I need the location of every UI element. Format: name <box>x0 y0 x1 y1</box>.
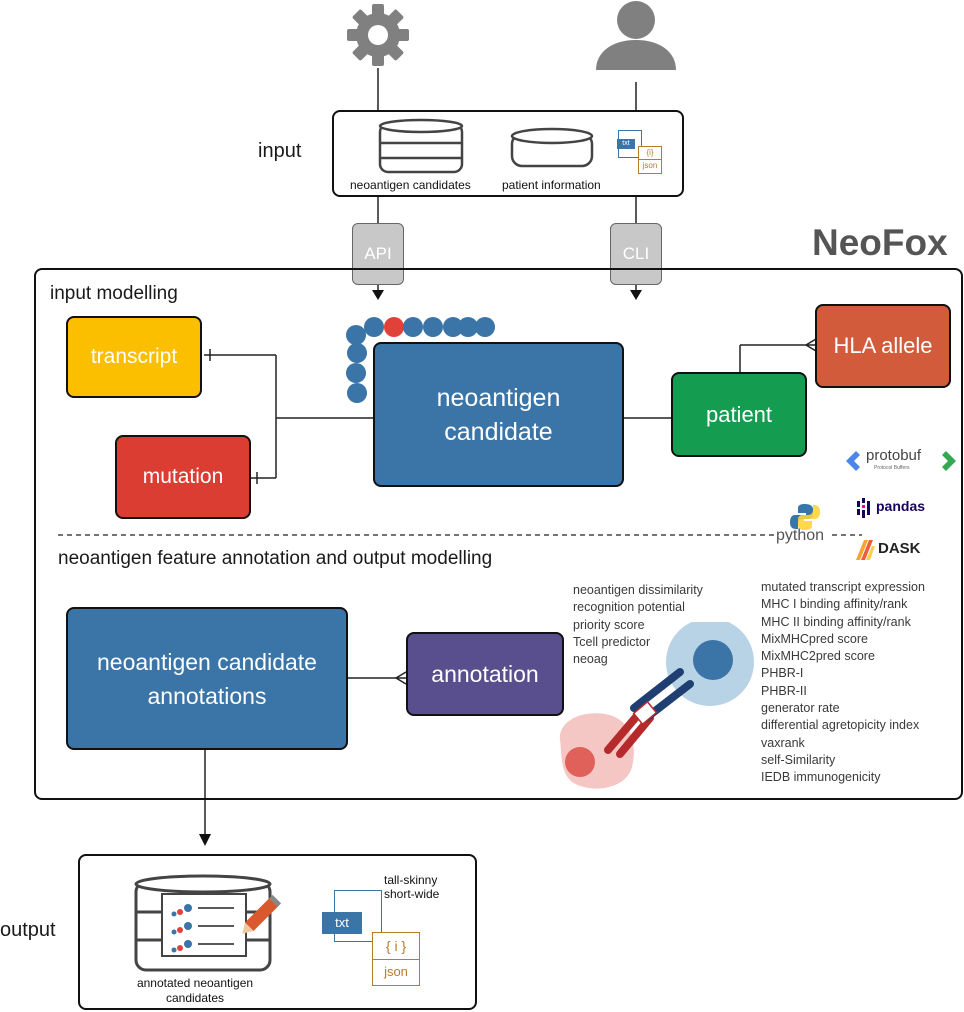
feature-item: neoantigen dissimilarity <box>573 583 703 597</box>
peptide-chain-icon <box>346 317 495 403</box>
pandas-logo: pandas <box>856 497 940 519</box>
input-box: txt {i} json neoantigen candidates patie… <box>332 110 684 197</box>
protobuf-logo: protobuf Protocol Buffers <box>846 447 956 477</box>
format-short-wide: short-wide <box>384 887 440 901</box>
feature-item: recognition potential <box>573 600 685 615</box>
annotations-label-line2: annotations <box>147 682 267 709</box>
annotation-box: annotation <box>406 632 564 716</box>
python-logo: python <box>776 503 834 551</box>
neoantigen-candidate-box: neoantigen candidate <box>373 342 624 487</box>
annotated-database-icon <box>134 874 284 979</box>
annotation-label: annotation <box>431 660 539 687</box>
hla-allele-label: HLA allele <box>833 333 933 358</box>
transcript-box: transcript <box>66 316 202 398</box>
output-label: output <box>0 919 56 941</box>
feature-item: Tcell predictor <box>573 634 651 649</box>
neoantigen-candidate-label-line1: neoantigen <box>436 383 561 412</box>
database-icon <box>378 118 464 183</box>
feature-item: generator rate <box>761 701 840 716</box>
dask-logo: DASK <box>854 536 934 564</box>
feature-item: neoag <box>573 652 608 667</box>
feature-item: mutated transcript expression <box>761 580 925 594</box>
transcript-label: transcript <box>90 345 178 368</box>
input-modelling-label: input modelling <box>50 283 178 304</box>
feature-item: differential agretopicity index <box>761 718 920 733</box>
output-box: txt { i } json tall-skinny short-wide an… <box>78 854 477 1010</box>
gear-icon <box>345 2 411 68</box>
neoantigen-candidate-label-line2: candidate <box>444 417 553 446</box>
features-right-list: mutated transcript expression MHC I bind… <box>761 579 925 787</box>
patient-box: patient <box>671 372 807 457</box>
feature-item: MHC I binding affinity/rank <box>761 597 908 612</box>
feature-item: MixMHC2pred score <box>761 649 875 664</box>
feature-item: MHC II binding affinity/rank <box>761 614 911 629</box>
mutation-box: mutation <box>115 435 251 519</box>
feature-item: vaxrank <box>761 735 805 750</box>
patient-database-icon <box>510 126 594 175</box>
feature-item: self-Similarity <box>761 752 836 767</box>
cli-tag: CLI <box>610 223 662 285</box>
neoantigen-candidates-label: neoantigen candidates <box>350 178 471 192</box>
output-caption: annotated neoantigen candidates <box>136 976 254 1005</box>
annotations-label-line1: neoantigen candidate <box>97 648 317 675</box>
annotation-modelling-label: neoantigen feature annotation and output… <box>58 548 493 569</box>
feature-item: PHBR-I <box>761 666 804 681</box>
neoantigen-candidate-annotations-box: neoantigen candidate annotations <box>66 607 348 750</box>
format-tall-skinny: tall-skinny <box>384 873 438 887</box>
api-tag: API <box>352 223 404 285</box>
input-label: input <box>258 140 302 162</box>
neofox-brand: NeoFox <box>812 222 948 263</box>
features-left-list: neoantigen dissimilarity recognition pot… <box>573 582 703 668</box>
feature-item: PHBR-II <box>761 683 807 698</box>
feature-item: MixMHCpred score <box>761 631 868 646</box>
file-format-icon: txt {i} json <box>617 130 666 174</box>
neofox-frame <box>34 268 963 800</box>
feature-item: priority score <box>573 617 645 632</box>
hla-allele-box: HLA allele <box>815 304 951 388</box>
output-file-icons: txt { i } json <box>322 890 428 990</box>
output-formats: tall-skinny short-wide <box>384 873 439 901</box>
patient-label: patient <box>705 401 773 427</box>
user-icon <box>594 0 678 72</box>
feature-item: IEDB immunogenicity <box>761 770 881 785</box>
mutation-label: mutation <box>142 465 224 488</box>
patient-information-label: patient information <box>502 178 601 192</box>
tcr-mhc-illustration <box>559 622 754 789</box>
